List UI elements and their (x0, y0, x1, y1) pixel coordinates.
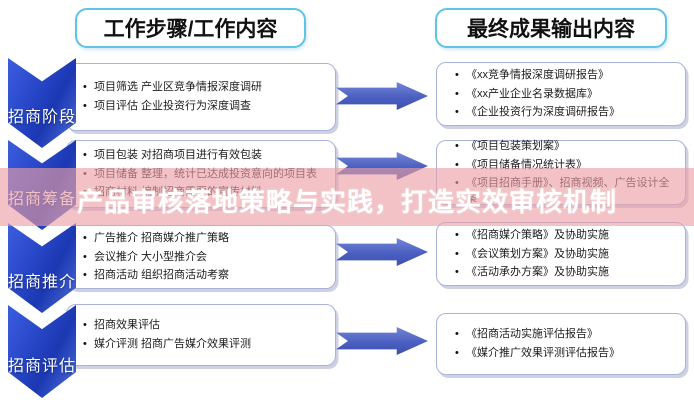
work-steps-header: 工作步骤/工作内容 (75, 8, 306, 48)
output-box-4: 《招商活动实施评估报告》《媒介推广效果评测评估报告》 (436, 313, 686, 375)
work-item: 招商活动 组织招商活动考察 (83, 268, 327, 283)
output-box-3: 《招商媒介策略》及协助实施《会议策划方案》及协助实施《活动承办方案》及协助实施 (436, 222, 686, 286)
work-list-1: 项目筛选 产业区竞争情报深度调研项目评估 企业投资行为深度调查 (79, 77, 335, 117)
work-box-1: 项目筛选 产业区竞争情报深度调研项目评估 企业投资行为深度调查 (66, 63, 336, 131)
output-item: 《招商媒介策略》及协助实施 (455, 228, 677, 243)
output-item: 《企业投资行为深度调研报告》 (455, 105, 677, 120)
right-arrow-icon (336, 82, 428, 110)
output-item: 《项目包装策划案》 (455, 139, 677, 154)
output-item: 《媒介推广效果评测评估报告》 (455, 346, 677, 361)
work-list-3: 广告推介 招商媒介推广策略会议推介 大小型推介会招商活动 组织招商活动考察 (79, 228, 335, 287)
work-box-4: 招商效果评估媒介评测 招商广告媒介效果评测 (66, 304, 336, 366)
output-item: 《会议策划方案》及协助实施 (455, 247, 677, 262)
right-arrow-icon (336, 238, 428, 266)
stage-chevron-1: 招商阶段 (8, 58, 76, 148)
output-item: 《招商活动实施评估报告》 (455, 327, 677, 342)
overlay-title-text: 产品审核落地策略与实践，打造实效审核机制 (76, 186, 617, 217)
stage-label-3: 招商推介 (8, 274, 77, 291)
right-arrow-icon (336, 327, 428, 355)
final-output-header: 最终成果输出内容 (435, 8, 667, 48)
work-list-4: 招商效果评估媒介评测 招商广告媒介效果评测 (79, 315, 335, 355)
work-item: 项目包装 对招商项目进行有效包装 (83, 148, 327, 163)
output-item: 《活动承办方案》及协助实施 (455, 265, 677, 280)
stage-chevron-4: 招商评估 (8, 305, 76, 398)
work-item: 媒介评测 招商广告媒介效果评测 (83, 337, 327, 352)
work-item: 项目筛选 产业区竞争情报深度调研 (83, 80, 327, 95)
work-box-3: 广告推介 招商媒介推广策略会议推介 大小型推介会招商活动 组织招商活动考察 (66, 225, 336, 289)
work-item: 会议推介 大小型推介会 (83, 250, 327, 265)
stage-chevron-3: 招商推介 (8, 223, 76, 313)
output-item: 《项目储备情况统计表》 (455, 158, 677, 173)
work-item: 项目评估 企业投资行为深度调查 (83, 99, 327, 114)
output-list-3: 《招商媒介策略》及协助实施《会议策划方案》及协助实施《活动承办方案》及协助实施 (451, 225, 685, 284)
output-list-4: 《招商活动实施评估报告》《媒介推广效果评测评估报告》 (451, 324, 685, 364)
output-list-1: 《xx竞争情报深度调研报告》《xx产业企业名录数据库》《企业投资行为深度调研报告… (451, 65, 685, 124)
output-item: 《xx产业企业名录数据库》 (455, 87, 677, 102)
work-item: 招商效果评估 (83, 318, 327, 333)
output-box-1: 《xx竞争情报深度调研报告》《xx产业企业名录数据库》《企业投资行为深度调研报告… (436, 62, 686, 126)
title-overlay-band: 产品审核落地策略与实践，打造实效审核机制 (0, 168, 694, 226)
stage-label-4: 招商评估 (8, 357, 77, 375)
output-item: 《xx竞争情报深度调研报告》 (455, 68, 677, 83)
work-item: 广告推介 招商媒介推广策略 (83, 231, 327, 246)
stage-label-1: 招商阶段 (8, 109, 77, 126)
